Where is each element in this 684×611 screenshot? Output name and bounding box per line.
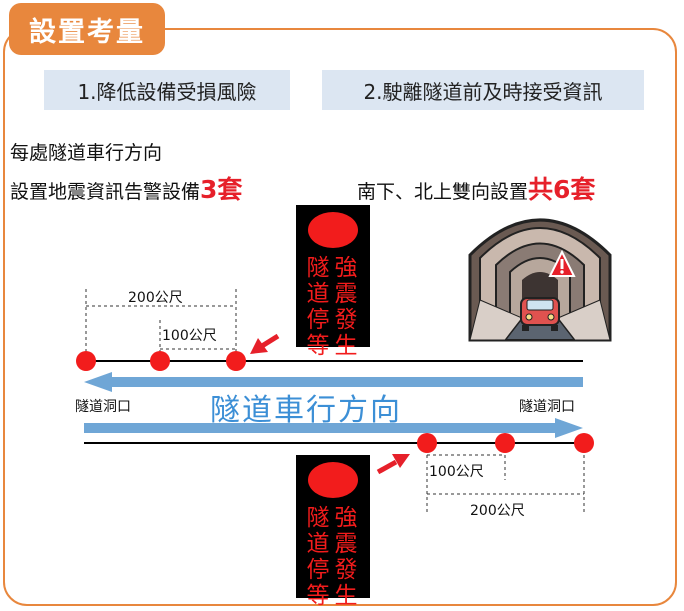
direction-label: 隧道車行方向: [210, 393, 402, 428]
red-lamp-icon: [308, 462, 358, 498]
device-dots: [76, 351, 594, 453]
warning-sign-top: 強震發生 隧道停等: [296, 205, 370, 359]
sign-text-quake: 強震發生: [334, 505, 358, 609]
note-total-count: 南下、北上雙向設置共6套: [357, 170, 595, 206]
consideration-1: 1.降低設備受損風險: [44, 70, 290, 110]
note-device-count-text: 設置地震資訊告警設備: [10, 181, 201, 203]
device-dot: [226, 351, 246, 371]
tunnel-mouth-left: 隧道洞口: [75, 399, 131, 415]
device-dot: [76, 351, 96, 371]
distance-markers-top: [85, 289, 237, 361]
consideration-2: 2.駛離隧道前及時接受資訊: [322, 70, 644, 110]
device-dot: [417, 433, 437, 453]
sign-text-stop: 隧道停等: [306, 505, 330, 609]
note-device-count: 設置地震資訊告警設備3套: [10, 170, 242, 206]
device-dot: [495, 433, 515, 453]
device-dot: [150, 351, 170, 371]
tunnel-mouth-right: 隧道洞口: [519, 399, 575, 415]
note-total-count-text: 南下、北上雙向設置: [357, 181, 529, 203]
distance-label-100-top: 100公尺: [162, 328, 217, 344]
car-icon: [520, 297, 560, 331]
distance-label-100-bottom: 100公尺: [429, 464, 484, 480]
sign-text-quake: 強震發生: [334, 255, 358, 359]
device-dot: [574, 433, 594, 453]
sign-text-stop: 隧道停等: [306, 255, 330, 359]
note-device-count-value: 3套: [200, 175, 243, 204]
red-arrow-icon: [376, 454, 410, 475]
section-title: 設置考量: [9, 3, 165, 55]
direction-arrow-left: [84, 372, 583, 392]
warning-triangle-icon: [548, 249, 576, 277]
note-total-count-value: 共6套: [528, 175, 596, 204]
note-per-direction: 每處隧道車行方向: [10, 142, 163, 164]
tunnel-with-car-icon: [468, 218, 612, 342]
distance-label-200-bottom: 200公尺: [470, 503, 525, 519]
red-arrow-icon: [250, 333, 280, 354]
warning-sign-bottom: 強震發生 隧道停等: [296, 455, 370, 609]
direction-arrow-right: [84, 418, 583, 438]
red-lamp-icon: [308, 212, 358, 248]
distance-label-200-top: 200公尺: [128, 290, 183, 306]
